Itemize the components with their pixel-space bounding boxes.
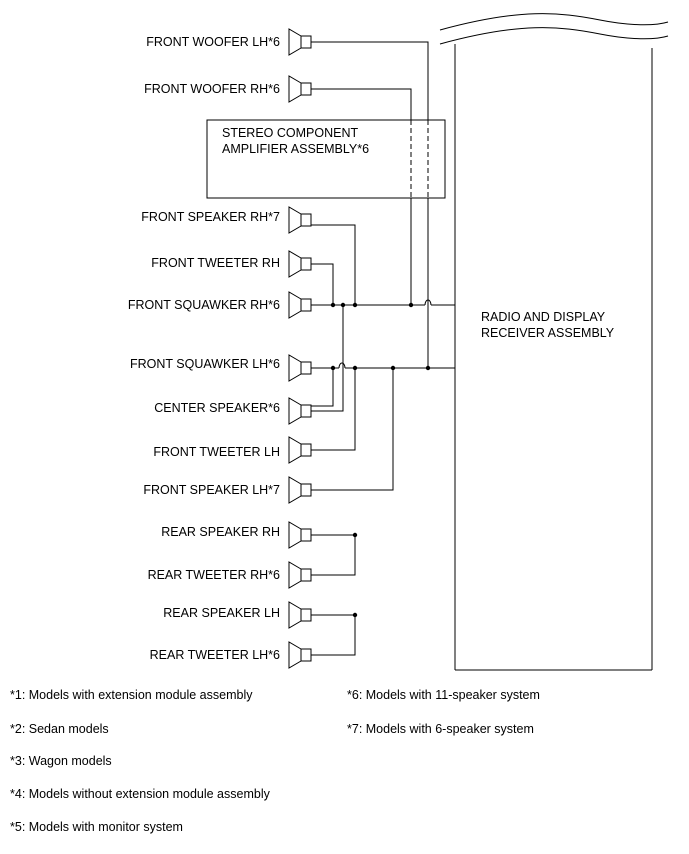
speaker-icon <box>288 601 312 629</box>
speaker-label-front-squawker-lh: FRONT SQUAWKER LH*6 <box>129 357 280 371</box>
note-7: *7: Models with 6-speaker system <box>347 722 534 736</box>
amplifier-label-line1: STEREO COMPONENT <box>222 126 359 140</box>
speaker-icon <box>288 476 312 504</box>
speaker-icon <box>288 641 312 669</box>
speaker-icon <box>288 75 312 103</box>
speaker-icon <box>288 28 312 56</box>
note-1: *1: Models with extension module assembl… <box>10 688 253 702</box>
speaker-icon <box>288 397 312 425</box>
speaker-label-rear-speaker-rh: REAR SPEAKER RH <box>161 525 280 539</box>
speaker-label-center-speaker: CENTER SPEAKER*6 <box>154 401 280 415</box>
speaker-label-front-woofer-rh: FRONT WOOFER RH*6 <box>144 82 280 96</box>
speaker-icons <box>288 28 312 669</box>
amplifier-box <box>206 119 446 199</box>
speaker-icon <box>288 291 312 319</box>
speaker-label-front-tweeter-rh: FRONT TWEETER RH <box>151 256 280 270</box>
speaker-label-front-speaker-lh: FRONT SPEAKER LH*7 <box>143 483 280 497</box>
speaker-label-front-woofer-lh: FRONT WOOFER LH*6 <box>146 35 280 49</box>
wires <box>311 41 455 656</box>
receiver-label-line2: RECEIVER ASSEMBLY <box>481 326 615 340</box>
speaker-label-front-tweeter-lh: FRONT TWEETER LH <box>153 445 280 459</box>
speaker-label-front-speaker-rh: FRONT SPEAKER RH*7 <box>141 210 280 224</box>
receiver-assembly-box <box>439 13 669 671</box>
junction-dots <box>330 302 431 618</box>
speaker-label-rear-tweeter-rh: REAR TWEETER RH*6 <box>147 568 280 582</box>
amplifier-pass-through-lines <box>410 120 429 198</box>
note-4: *4: Models without extension module asse… <box>10 787 270 801</box>
speaker-icon <box>288 436 312 464</box>
speaker-label-rear-speaker-lh: REAR SPEAKER LH <box>163 606 280 620</box>
speaker-label-rear-tweeter-lh: REAR TWEETER LH*6 <box>149 648 280 662</box>
speaker-icon <box>288 206 312 234</box>
speaker-label-front-squawker-rh: FRONT SQUAWKER RH*6 <box>127 298 280 312</box>
receiver-label-line1: RADIO AND DISPLAY <box>481 310 606 324</box>
note-5: *5: Models with monitor system <box>10 820 183 834</box>
amplifier-label-line2: AMPLIFIER ASSEMBLY*6 <box>222 142 370 156</box>
speaker-icon <box>288 250 312 278</box>
speaker-icon <box>288 561 312 589</box>
note-3: *3: Wagon models <box>10 754 112 768</box>
speaker-icon <box>288 354 312 382</box>
note-2: *2: Sedan models <box>10 722 109 736</box>
speaker-icon <box>288 521 312 549</box>
note-6: *6: Models with 11-speaker system <box>347 688 540 702</box>
